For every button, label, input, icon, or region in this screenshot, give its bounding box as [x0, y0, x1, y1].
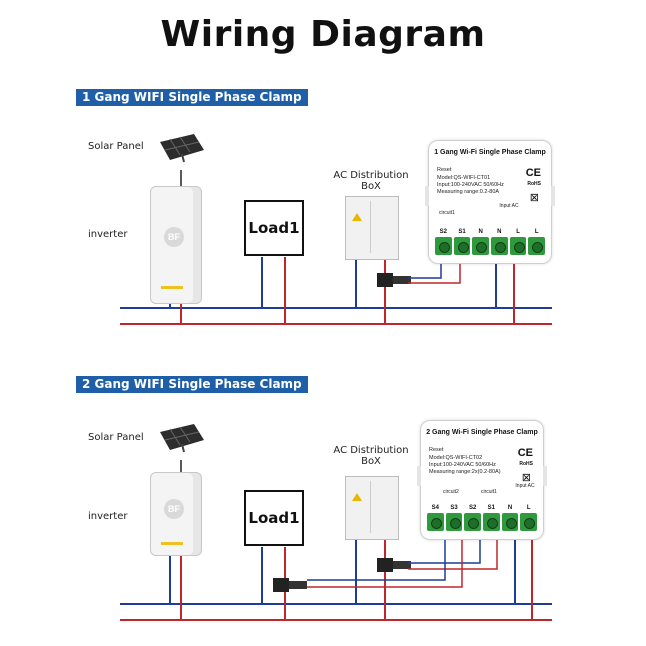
ct-clamp-icon — [273, 578, 289, 592]
load-box: Load1 — [244, 200, 304, 256]
inverter-label: inverter — [88, 511, 128, 522]
inverter-icon: BF — [150, 186, 202, 304]
ac-distribution-box-icon — [345, 196, 399, 260]
ct-clamp-icon — [377, 558, 393, 572]
wifi-clamp-module-1gang: 1 Gang Wi-Fi Single Phase Clamp Reset Mo… — [425, 140, 555, 264]
terminal-block — [427, 513, 538, 531]
terminal-labels: S2 S1 N N L L — [439, 229, 539, 235]
section-banner-1gang: 1 Gang WIFI Single Phase Clamp — [76, 89, 308, 106]
ct-clamp-icon — [377, 273, 393, 287]
inverter-icon: BF — [150, 472, 202, 556]
weee-bin-icon: ⊠ — [521, 472, 531, 484]
ac-distribution-label: AC Distribution BoX — [333, 445, 409, 467]
inverter-label: inverter — [88, 229, 128, 240]
inverter-logo: BF — [164, 499, 184, 519]
weee-bin-icon: ⊠ — [529, 192, 539, 204]
ac-distribution-label: AC Distribution BoX — [333, 170, 409, 192]
load-box: Load1 — [244, 490, 304, 546]
ac-distribution-box-icon — [345, 476, 399, 540]
solar-panel-label: Solar Panel — [88, 141, 144, 152]
inverter-logo: BF — [164, 227, 184, 247]
solar-panel-icon — [160, 134, 204, 163]
page-title: Wiring Diagram — [160, 14, 486, 55]
terminal-block — [435, 237, 546, 255]
solar-panel-label: Solar Panel — [88, 432, 144, 443]
wifi-clamp-module-2gang: 2 Gang Wi-Fi Single Phase Clamp Reset Mo… — [417, 420, 547, 540]
terminal-labels: S4 S3 S2 S1 N L — [431, 505, 531, 511]
solar-panel-icon — [160, 424, 204, 453]
section-banner-2gang: 2 Gang WIFI Single Phase Clamp — [76, 376, 308, 393]
